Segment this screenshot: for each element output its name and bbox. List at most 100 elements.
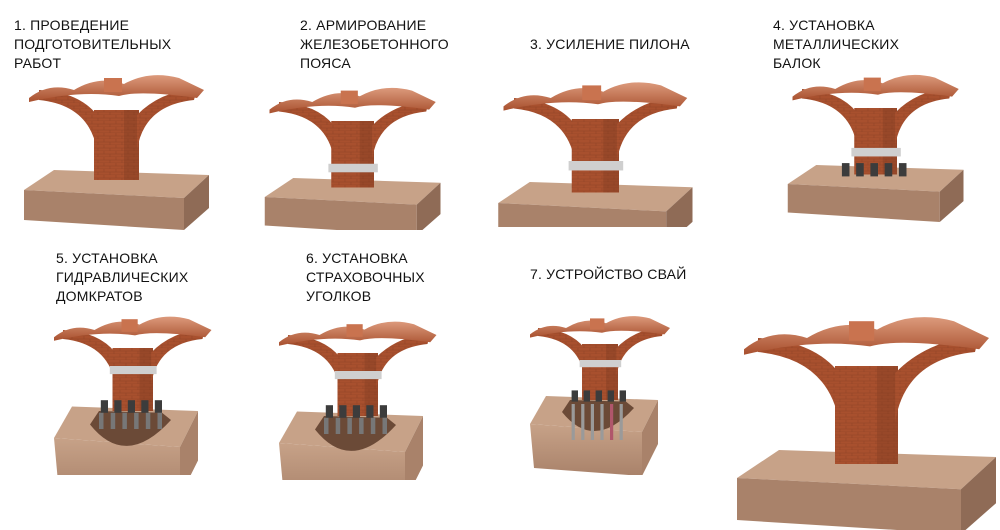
column-shade <box>606 344 618 400</box>
steel-beam <box>127 400 135 413</box>
caption-line: ГИДРАВЛИЧЕСКИХ <box>56 269 189 285</box>
caption-line: ЖЕЛЕЗОБЕТОННОГО <box>300 36 449 52</box>
vault-arch-right <box>616 326 665 376</box>
parapet-block <box>863 77 881 91</box>
concrete-band <box>334 371 382 380</box>
caption-line: СТРАХОВОЧНЫХ <box>306 269 425 285</box>
render-svg <box>54 316 212 475</box>
render-svg <box>279 321 437 480</box>
base-slab-front <box>737 478 961 530</box>
concrete-band <box>579 360 622 368</box>
column-shade <box>359 121 374 188</box>
base-slab-side <box>666 187 693 227</box>
steel-beam <box>571 390 578 402</box>
concrete-band <box>328 163 378 173</box>
parapet-block <box>340 90 358 104</box>
hydraulic-jack <box>335 417 341 434</box>
steel-beam <box>114 400 122 413</box>
parapet-block <box>121 319 138 332</box>
pile <box>600 404 604 440</box>
render-svg <box>530 316 670 475</box>
pile <box>590 404 594 440</box>
steel-beam <box>100 400 108 413</box>
parapet-block <box>346 324 363 337</box>
brick-column <box>331 121 374 188</box>
vault-arch-left <box>802 89 858 146</box>
caption-line: ПОЯСА <box>300 55 351 71</box>
brick-column <box>94 110 139 180</box>
steel-beam <box>325 405 333 418</box>
step-1-caption: 1. ПРОВЕДЕНИЕ ПОДГОТОВИТЕЛЬНЫХ РАБОТ <box>14 16 171 73</box>
pile <box>571 404 575 440</box>
column-shade <box>124 110 139 180</box>
render-svg <box>737 317 996 530</box>
vault-arch-left <box>63 330 116 384</box>
parapet-block <box>590 318 605 330</box>
soil-front <box>54 438 180 475</box>
caption-line: РАБОТ <box>14 55 62 71</box>
vault-arch-left <box>514 98 575 161</box>
step-3-illustration <box>488 62 713 227</box>
vault-arch-right <box>151 328 206 384</box>
hydraulic-jack <box>122 412 127 429</box>
hydraulic-jack <box>370 417 376 434</box>
step-1-illustration <box>14 55 214 230</box>
soil-side <box>642 400 658 475</box>
base-slab-front <box>787 184 940 222</box>
parapet-block <box>849 321 875 341</box>
detail-illustration <box>720 300 1000 530</box>
render-svg <box>498 82 693 227</box>
base-slab-top <box>24 170 209 198</box>
concrete-band <box>851 147 901 157</box>
parapet-block <box>104 78 122 92</box>
steel-beam <box>583 390 590 402</box>
steel-beam <box>898 163 907 177</box>
vault-arch-right <box>895 87 953 146</box>
step-2-caption: 2. АРМИРОВАНИЕ ЖЕЛЕЗОБЕТОННОГО ПОЯСА <box>300 16 449 73</box>
vault-arch-right <box>137 88 197 150</box>
concrete-band <box>109 366 157 375</box>
steel-beam <box>841 163 850 177</box>
column-shade <box>364 353 378 416</box>
column-shade <box>603 119 619 193</box>
caption-line: 3. УСИЛЕНИЕ ПИЛОНА <box>530 36 690 52</box>
caption-line: ДОМКРАТОВ <box>56 288 143 304</box>
hydraulic-jack <box>145 412 151 429</box>
brick-column <box>571 119 619 193</box>
caption-line: 6. УСТАНОВКА <box>306 250 408 266</box>
step-5-caption: 5. УСТАНОВКА ГИДРАВЛИЧЕСКИХ ДОМКРАТОВ <box>56 249 188 306</box>
render-svg <box>24 75 209 230</box>
base-slab-side <box>961 457 996 530</box>
caption-line: 1. ПРОВЕДЕНИЕ <box>14 17 130 33</box>
column-shade <box>877 366 898 464</box>
caption-line: УГОЛКОВ <box>306 288 372 304</box>
steel-beam <box>884 163 893 177</box>
vault-arch-left <box>758 338 840 422</box>
base-slab-side <box>939 169 964 222</box>
hydraulic-jack <box>359 417 364 434</box>
step-7-caption: 7. УСТРОЙСТВО СВАЙ <box>530 265 686 284</box>
hydraulic-jack <box>134 412 139 429</box>
steel-beam <box>339 405 347 418</box>
steel-beam <box>141 400 149 413</box>
caption-line: 4. УСТАНОВКА <box>773 17 875 33</box>
vault-arch-left <box>279 102 335 159</box>
vault-arch-right <box>895 335 980 422</box>
soil-front <box>279 443 405 480</box>
concrete-band <box>568 161 624 171</box>
step-3-caption: 3. УСИЛЕНИЕ ПИЛОНА <box>530 35 690 54</box>
step-6-caption: 6. УСТАНОВКА СТРАХОВОЧНЫХ УГОЛКОВ <box>306 249 425 306</box>
base-slab-top <box>737 450 996 490</box>
parapet-block <box>582 85 602 101</box>
excavation-pit <box>562 400 634 432</box>
column-shade <box>139 348 153 411</box>
brick-column <box>835 366 898 464</box>
steel-beam <box>607 390 614 402</box>
base-slab-side <box>184 175 209 230</box>
caption-line: ПОДГОТОВИТЕЛЬНЫХ <box>14 36 172 52</box>
step-5-illustration <box>30 300 235 475</box>
soil-front <box>530 424 642 475</box>
steel-beam <box>595 390 602 402</box>
step-6-illustration <box>255 305 455 480</box>
hydraulic-jack <box>157 412 162 429</box>
